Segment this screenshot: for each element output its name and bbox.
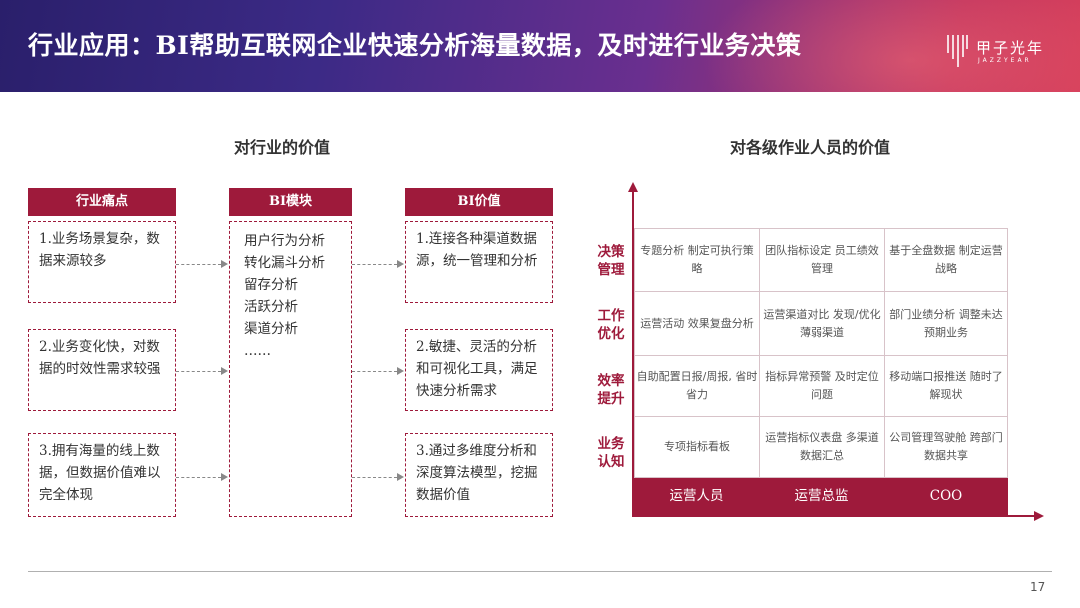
pain-box-2: 2.业务变化快，对数据的时效性需求较强 bbox=[28, 329, 176, 411]
pain-box-1: 1.业务场景复杂，数据来源较多 bbox=[28, 221, 176, 303]
module-item: 用户行为分析 bbox=[244, 233, 325, 249]
module-item: 转化漏斗分析 bbox=[244, 255, 325, 271]
axis-arrow-right-icon bbox=[1034, 511, 1044, 521]
connector-line bbox=[352, 371, 397, 372]
module-item: 活跃分析 bbox=[244, 299, 298, 315]
connector-line bbox=[176, 477, 221, 478]
value-header: BI价值 bbox=[405, 188, 553, 216]
role-bar bbox=[634, 478, 1008, 515]
arrow-right-icon bbox=[221, 367, 228, 375]
header-banner: 行业应用：BI帮助互联网企业快速分析海量数据，及时进行业务决策 甲子光年 JAZ… bbox=[0, 0, 1080, 92]
value-box-2: 2.敏捷、灵活的分析和可视化工具，满足快速分析需求 bbox=[405, 329, 553, 411]
role-label: 运营总监 bbox=[794, 488, 849, 504]
value-box-1: 1.连接各种渠道数据源，统一管理和分析 bbox=[405, 221, 553, 303]
arrow-right-icon bbox=[397, 367, 404, 375]
arrow-right-icon bbox=[221, 473, 228, 481]
arrow-right-icon bbox=[397, 473, 404, 481]
pain-box-3: 3.拥有海量的线上数据，但数据价值难以完全体现 bbox=[28, 433, 176, 517]
arrow-right-icon bbox=[397, 260, 404, 268]
x-axis bbox=[632, 515, 1036, 517]
matrix-cell: 专题分析 制定可执行策略 bbox=[635, 229, 760, 292]
y-level-label: 业务认知 bbox=[597, 436, 625, 470]
matrix-cell: 基于全盘数据 制定运营战略 bbox=[885, 229, 1007, 292]
role-label: 运营人员 bbox=[669, 488, 724, 504]
matrix-cell: 专项指标看板 bbox=[635, 417, 760, 477]
matrix-cell: 运营活动 效果复盘分析 bbox=[635, 292, 760, 356]
pain-header: 行业痛点 bbox=[28, 188, 176, 216]
matrix-cell: 部门业绩分析 调整未达预期业务 bbox=[885, 292, 1007, 356]
right-section-title: 对各级作业人员的价值 bbox=[730, 138, 891, 157]
matrix-cell: 指标异常预警 及时定位问题 bbox=[760, 356, 885, 417]
role-label: COO bbox=[929, 488, 963, 504]
y-axis bbox=[632, 190, 634, 517]
module-item: 渠道分析 bbox=[244, 321, 298, 337]
connector-line bbox=[352, 264, 397, 265]
matrix-cell: 运营渠道对比 发现/优化薄弱渠道 bbox=[760, 292, 885, 356]
logo-text: 甲子光年 bbox=[976, 39, 1045, 57]
axis-arrow-up-icon bbox=[628, 182, 638, 192]
matrix-cell: 运营指标仪表盘 多渠道数据汇总 bbox=[760, 417, 885, 477]
matrix-cell: 团队指标设定 员工绩效管理 bbox=[760, 229, 885, 292]
connector-line bbox=[176, 371, 221, 372]
value-matrix: 专题分析 制定可执行策略 团队指标设定 员工绩效管理 基于全盘数据 制定运营战略… bbox=[634, 228, 1008, 478]
arrow-right-icon bbox=[221, 260, 228, 268]
y-level-label: 效率提升 bbox=[597, 373, 625, 407]
logo-subtext: JAZZYEAR bbox=[978, 57, 1032, 64]
connector-line bbox=[352, 477, 397, 478]
matrix-cell: 公司管理驾驶舱 跨部门数据共享 bbox=[889, 431, 1003, 462]
y-level-label: 决策管理 bbox=[597, 244, 625, 278]
banner-glow bbox=[700, 0, 1080, 92]
matrix-cell: 自助配置日报/周报, 省时省力 bbox=[635, 356, 760, 417]
value-box-3: 3.通过多维度分析和深度算法模型，挖掘数据价值 bbox=[405, 433, 553, 517]
page-title: 行业应用：BI帮助互联网企业快速分析海量数据，及时进行业务决策 bbox=[28, 31, 802, 60]
logo-mark-icon bbox=[947, 35, 968, 67]
page-number: 17 bbox=[1030, 580, 1046, 594]
module-header: BI模块 bbox=[229, 188, 352, 216]
brand-logo: 甲子光年 JAZZYEAR bbox=[946, 33, 1056, 69]
module-item: 留存分析 bbox=[244, 277, 298, 293]
matrix-cell: 移动端口报推送 随时了解现状 bbox=[885, 356, 1007, 417]
y-level-label: 工作优化 bbox=[597, 308, 625, 342]
module-box: 用户行为分析 转化漏斗分析 留存分析 活跃分析 渠道分析 …… bbox=[229, 221, 352, 517]
footer-divider bbox=[28, 571, 1052, 572]
connector-line bbox=[176, 264, 221, 265]
left-section-title: 对行业的价值 bbox=[234, 138, 331, 157]
module-item: …… bbox=[244, 343, 271, 359]
